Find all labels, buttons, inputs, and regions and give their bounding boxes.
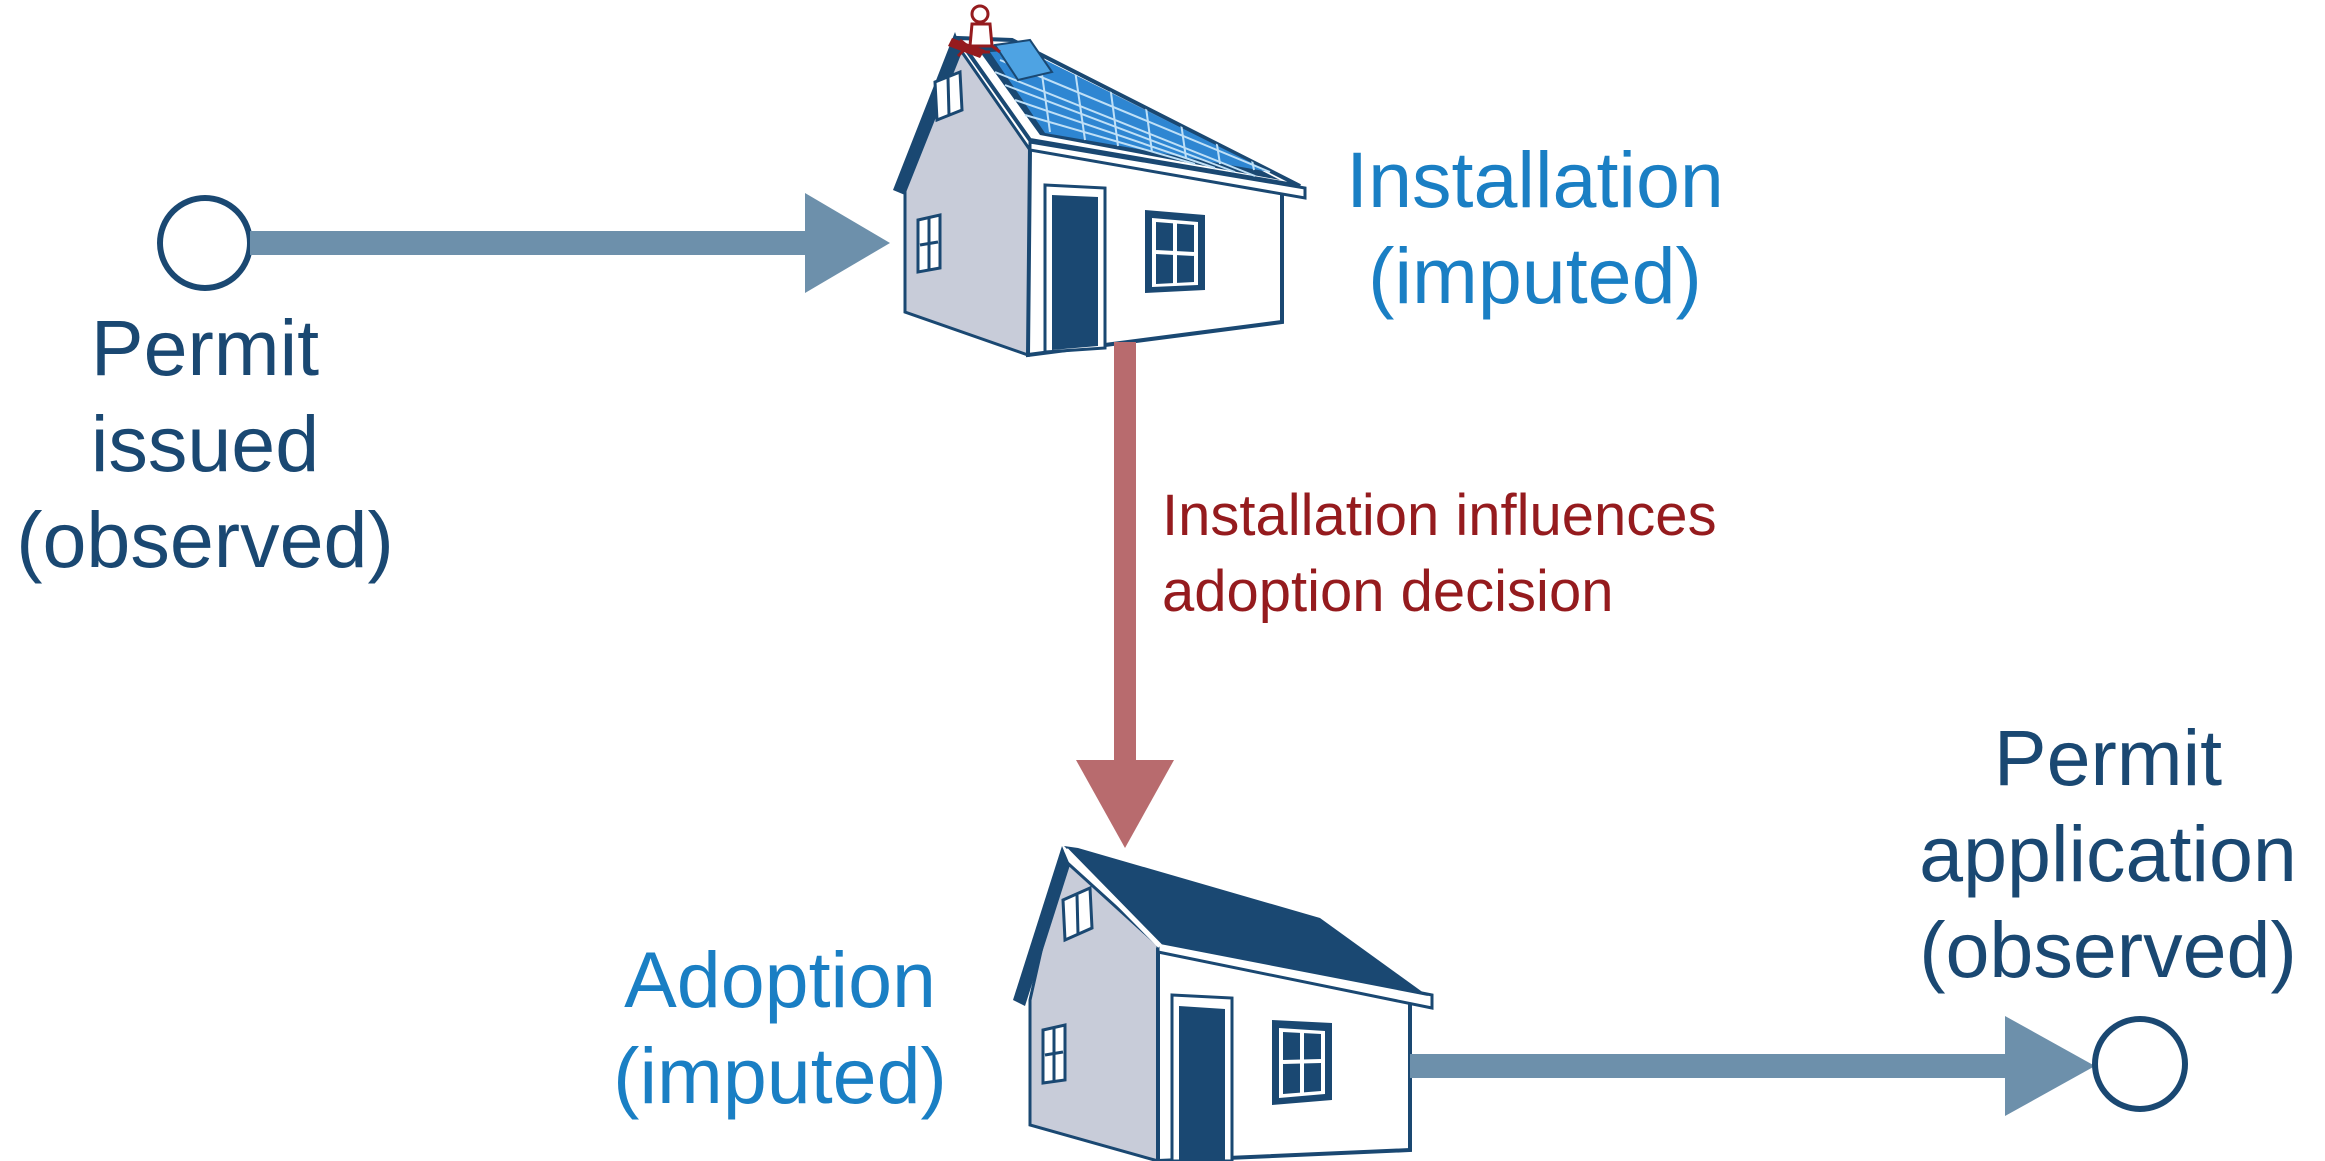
arrow-shaft (250, 231, 815, 255)
arrowhead (805, 193, 890, 293)
start-node-icon (157, 195, 253, 291)
arrow-shaft (1410, 1054, 2020, 1078)
permit-issued-line-1: Permit (90, 303, 320, 392)
adoption-label: Adoption (imputed) (590, 932, 970, 1124)
influence-label: Installation influences adoption decisio… (1162, 478, 1717, 630)
arrow-installation-to-adoption (1076, 342, 1174, 848)
permit-application-node (2092, 1016, 2188, 1112)
arrowhead (1076, 760, 1174, 848)
adoption-line-1: Adoption (624, 935, 936, 1024)
permit-application-line-3: (observed) (1919, 905, 2297, 994)
house-solar-icon (893, 4, 1307, 358)
arrowhead (2005, 1016, 2095, 1116)
arrow-shaft (1114, 342, 1136, 762)
adoption-line-2: (imputed) (613, 1031, 947, 1120)
permit-application-label: Permit application (observed) (1898, 710, 2318, 998)
influence-line-2: adoption decision (1162, 559, 1614, 624)
installation-line-1: Installation (1346, 135, 1724, 224)
permit-application-line-2: application (1919, 809, 2297, 898)
permit-issued-node (157, 195, 253, 291)
influence-line-1: Installation influences (1162, 483, 1717, 548)
permit-issued-label: Permit issued (observed) (0, 300, 410, 588)
permit-issued-line-3: (observed) (16, 495, 394, 584)
end-node-icon (2092, 1016, 2188, 1112)
installation-label: Installation (imputed) (1310, 132, 1760, 324)
house-icon (1013, 846, 1434, 1161)
arrow-adoption-to-permit-application (1410, 1016, 2095, 1116)
installation-line-2: (imputed) (1368, 231, 1702, 320)
permit-issued-line-2: issued (90, 399, 320, 488)
permit-application-line-1: Permit (1993, 713, 2223, 802)
arrow-permit-to-installation (250, 193, 890, 293)
